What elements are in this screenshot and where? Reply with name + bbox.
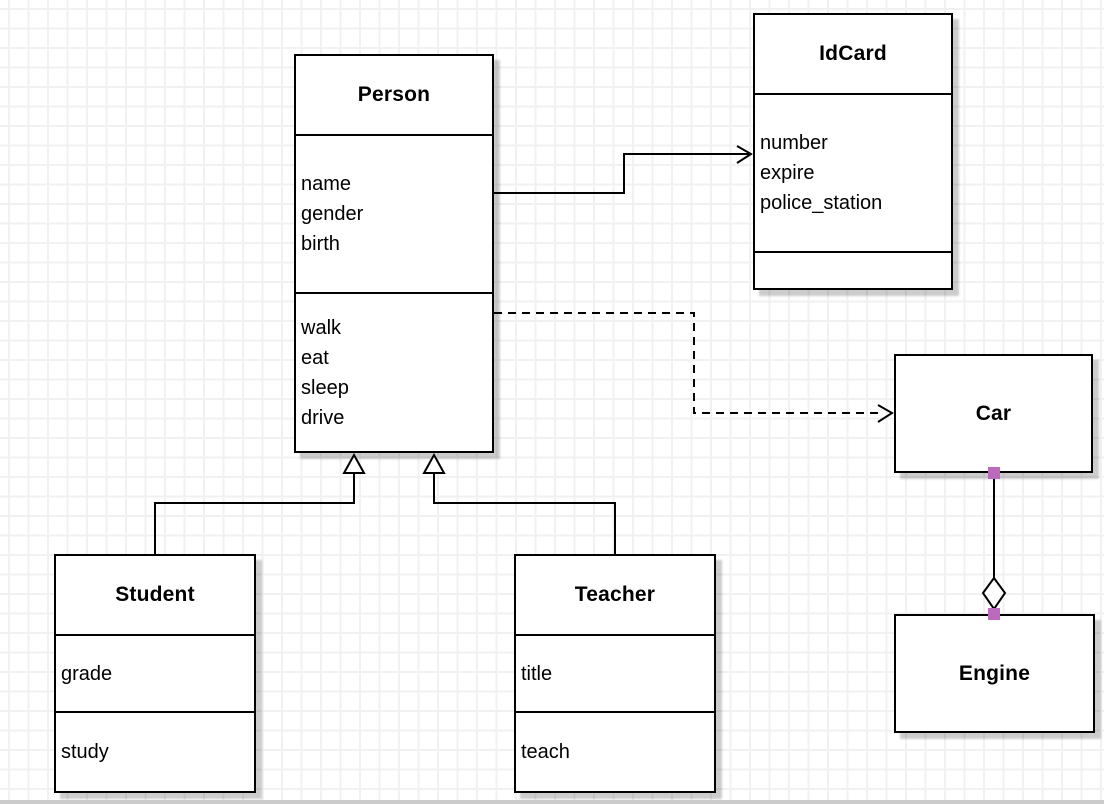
generalization-triangle-icon — [422, 452, 446, 474]
class-node-student[interactable]: Student grade study — [54, 554, 256, 793]
class-attributes-student: grade — [56, 636, 254, 713]
method: walk — [301, 316, 342, 339]
edge-person-idcard-association[interactable] — [494, 145, 753, 194]
generalization-triangle-icon — [342, 452, 366, 474]
class-methods-person: walk eat sleep drive — [296, 294, 492, 451]
class-attributes-idcard: number expire police_station — [755, 95, 951, 253]
class-attributes-person: name gender birth — [296, 136, 492, 294]
attribute: name — [301, 173, 352, 195]
class-title-student: Student — [56, 556, 254, 636]
attribute: title — [521, 662, 553, 685]
edge-student-person-generalization[interactable] — [154, 452, 366, 554]
attribute: number — [760, 132, 828, 154]
attribute: police_station — [760, 192, 883, 214]
attribute: birth — [301, 233, 340, 255]
class-node-teacher[interactable]: Teacher title teach — [514, 554, 716, 793]
class-node-person[interactable]: Person name gender birth walk eat sleep … — [294, 54, 494, 453]
class-node-idcard[interactable]: IdCard number expire police_station — [753, 13, 953, 290]
canvas-bottom-edge — [0, 800, 1104, 804]
class-methods-idcard-empty — [755, 253, 951, 288]
class-methods-teacher: teach — [516, 713, 714, 791]
class-title-engine: Engine — [958, 661, 1031, 685]
edge-person-car-dependency[interactable] — [494, 312, 894, 423]
class-methods-student: study — [56, 713, 254, 791]
class-title-person: Person — [296, 56, 492, 136]
method: eat — [301, 346, 329, 369]
class-title-teacher: Teacher — [516, 556, 714, 636]
class-node-engine[interactable]: Engine — [894, 614, 1095, 733]
open-arrowhead-icon — [877, 404, 894, 423]
class-title-car: Car — [975, 401, 1012, 425]
method: teach — [521, 741, 570, 763]
attribute: grade — [61, 662, 113, 685]
method: sleep — [301, 376, 349, 399]
class-attributes-teacher: title — [516, 636, 714, 713]
attribute: expire — [760, 162, 815, 184]
open-arrowhead-icon — [736, 145, 753, 164]
aggregation-diamond-icon — [981, 576, 1007, 611]
edge-teacher-person-generalization[interactable] — [422, 452, 616, 554]
attribute: gender — [301, 203, 364, 225]
method: drive — [301, 406, 345, 429]
class-title-idcard: IdCard — [755, 15, 951, 95]
method: study — [61, 741, 109, 763]
edge-car-engine-aggregation[interactable] — [981, 467, 1007, 620]
class-node-car[interactable]: Car — [894, 354, 1093, 473]
